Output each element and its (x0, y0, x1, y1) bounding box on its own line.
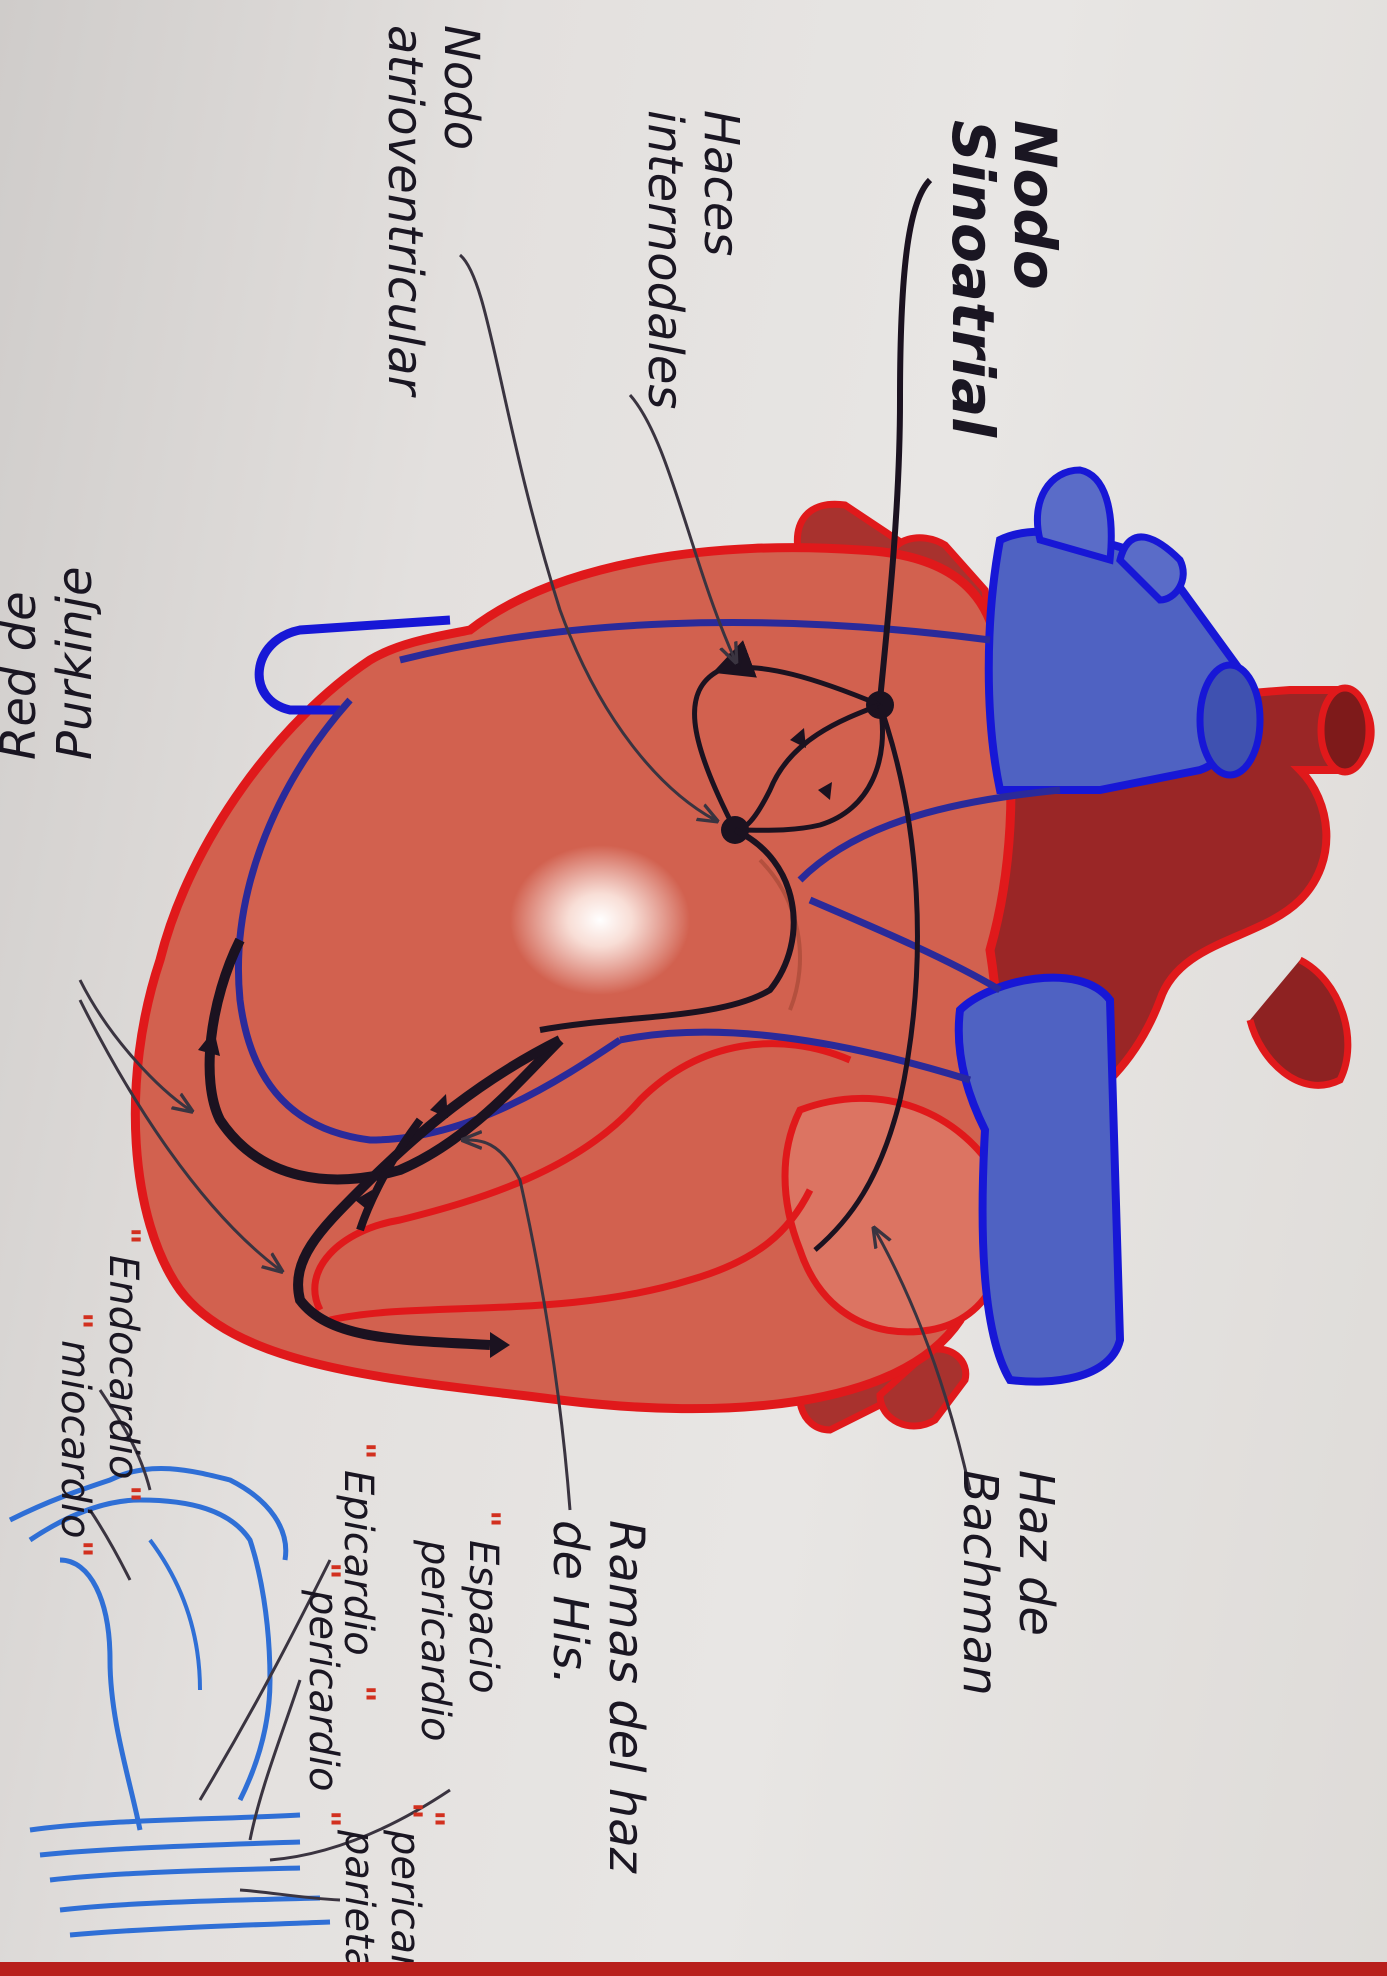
label-purkinje-line2: Purkinje (47, 566, 103, 760)
label-miocardio-text: miocardio (52, 1340, 98, 1538)
layer-base-3 (50, 1868, 300, 1880)
vena-cava-inferior (959, 978, 1120, 1382)
label-bachman: Haz de Bachman (952, 1470, 1064, 1696)
label-parietal-line2: parietal (336, 1829, 382, 1976)
label-his-line2: de His. (542, 1520, 598, 1685)
label-endocardio-text: Endocardio (100, 1255, 146, 1479)
label-pericardio-text: pericardio (300, 1589, 346, 1791)
label-atrioventricular-line1: Nodo (433, 25, 489, 150)
label-pericardio: " pericardio " (300, 1562, 347, 1828)
quote-espacio: " (467, 1510, 507, 1528)
label-espacio-line1: Espacio (460, 1540, 506, 1694)
pulmonary-opening (1321, 688, 1369, 772)
label-atrioventricular: Nodo atrioventricular (377, 25, 489, 398)
vena-cava-opening (1200, 665, 1260, 775)
label-espacio-pericardico: " Espacio pericardio " (411, 1510, 507, 1828)
layer-base-4 (60, 1898, 320, 1910)
label-sinoatrial-line2: Sinoatrial (939, 120, 1007, 438)
quote-epicardio-close: " (342, 1685, 382, 1703)
quote-epicardio: " (342, 1442, 382, 1460)
label-purkinje-line1: Red de (0, 591, 47, 760)
label-internodal: Haces internodales (637, 110, 749, 409)
layer-side (150, 1540, 200, 1690)
quote-pericardio: " (307, 1562, 347, 1580)
layer-epicardio (60, 1560, 140, 1830)
label-endocardio: " Endocardio " (100, 1227, 147, 1503)
label-internodal-line2: internodales (637, 110, 693, 409)
label-parietal-line1: pericardio (382, 1829, 428, 1976)
layer-base-5 (70, 1922, 330, 1935)
label-sinoatrial: Nodo Sinoatrial (939, 120, 1069, 438)
layer-base-1 (30, 1815, 300, 1830)
layer-base-2 (40, 1842, 300, 1855)
quote-endocardio-close: " (107, 1485, 147, 1503)
label-atrioventricular-line2: atrioventricular (377, 25, 433, 398)
table-edge (0, 1962, 1387, 1976)
quote-parietal: " (389, 1802, 429, 1820)
label-bachman-line1: Haz de (1008, 1470, 1064, 1636)
label-internodal-line1: Haces (693, 110, 749, 256)
quote-pericardio-close: " (307, 1810, 347, 1828)
label-his-line1: Ramas del haz (598, 1520, 654, 1875)
label-purkinje: Red de Purkinje (0, 566, 103, 760)
label-espacio-line2: pericardio (412, 1539, 458, 1741)
label-his: Ramas del haz de His. (542, 1520, 654, 1875)
label-sinoatrial-line1: Nodo (1001, 120, 1069, 290)
light-glare (510, 845, 690, 995)
quote-miocardio-close: " (59, 1540, 99, 1558)
label-miocardio: " miocardio " (52, 1312, 99, 1558)
quote-endocardio: " (107, 1227, 147, 1245)
label-bachman-line2: Bachman (952, 1470, 1008, 1696)
quote-miocardio: " (59, 1312, 99, 1330)
pulmonary-branch (1250, 960, 1348, 1085)
